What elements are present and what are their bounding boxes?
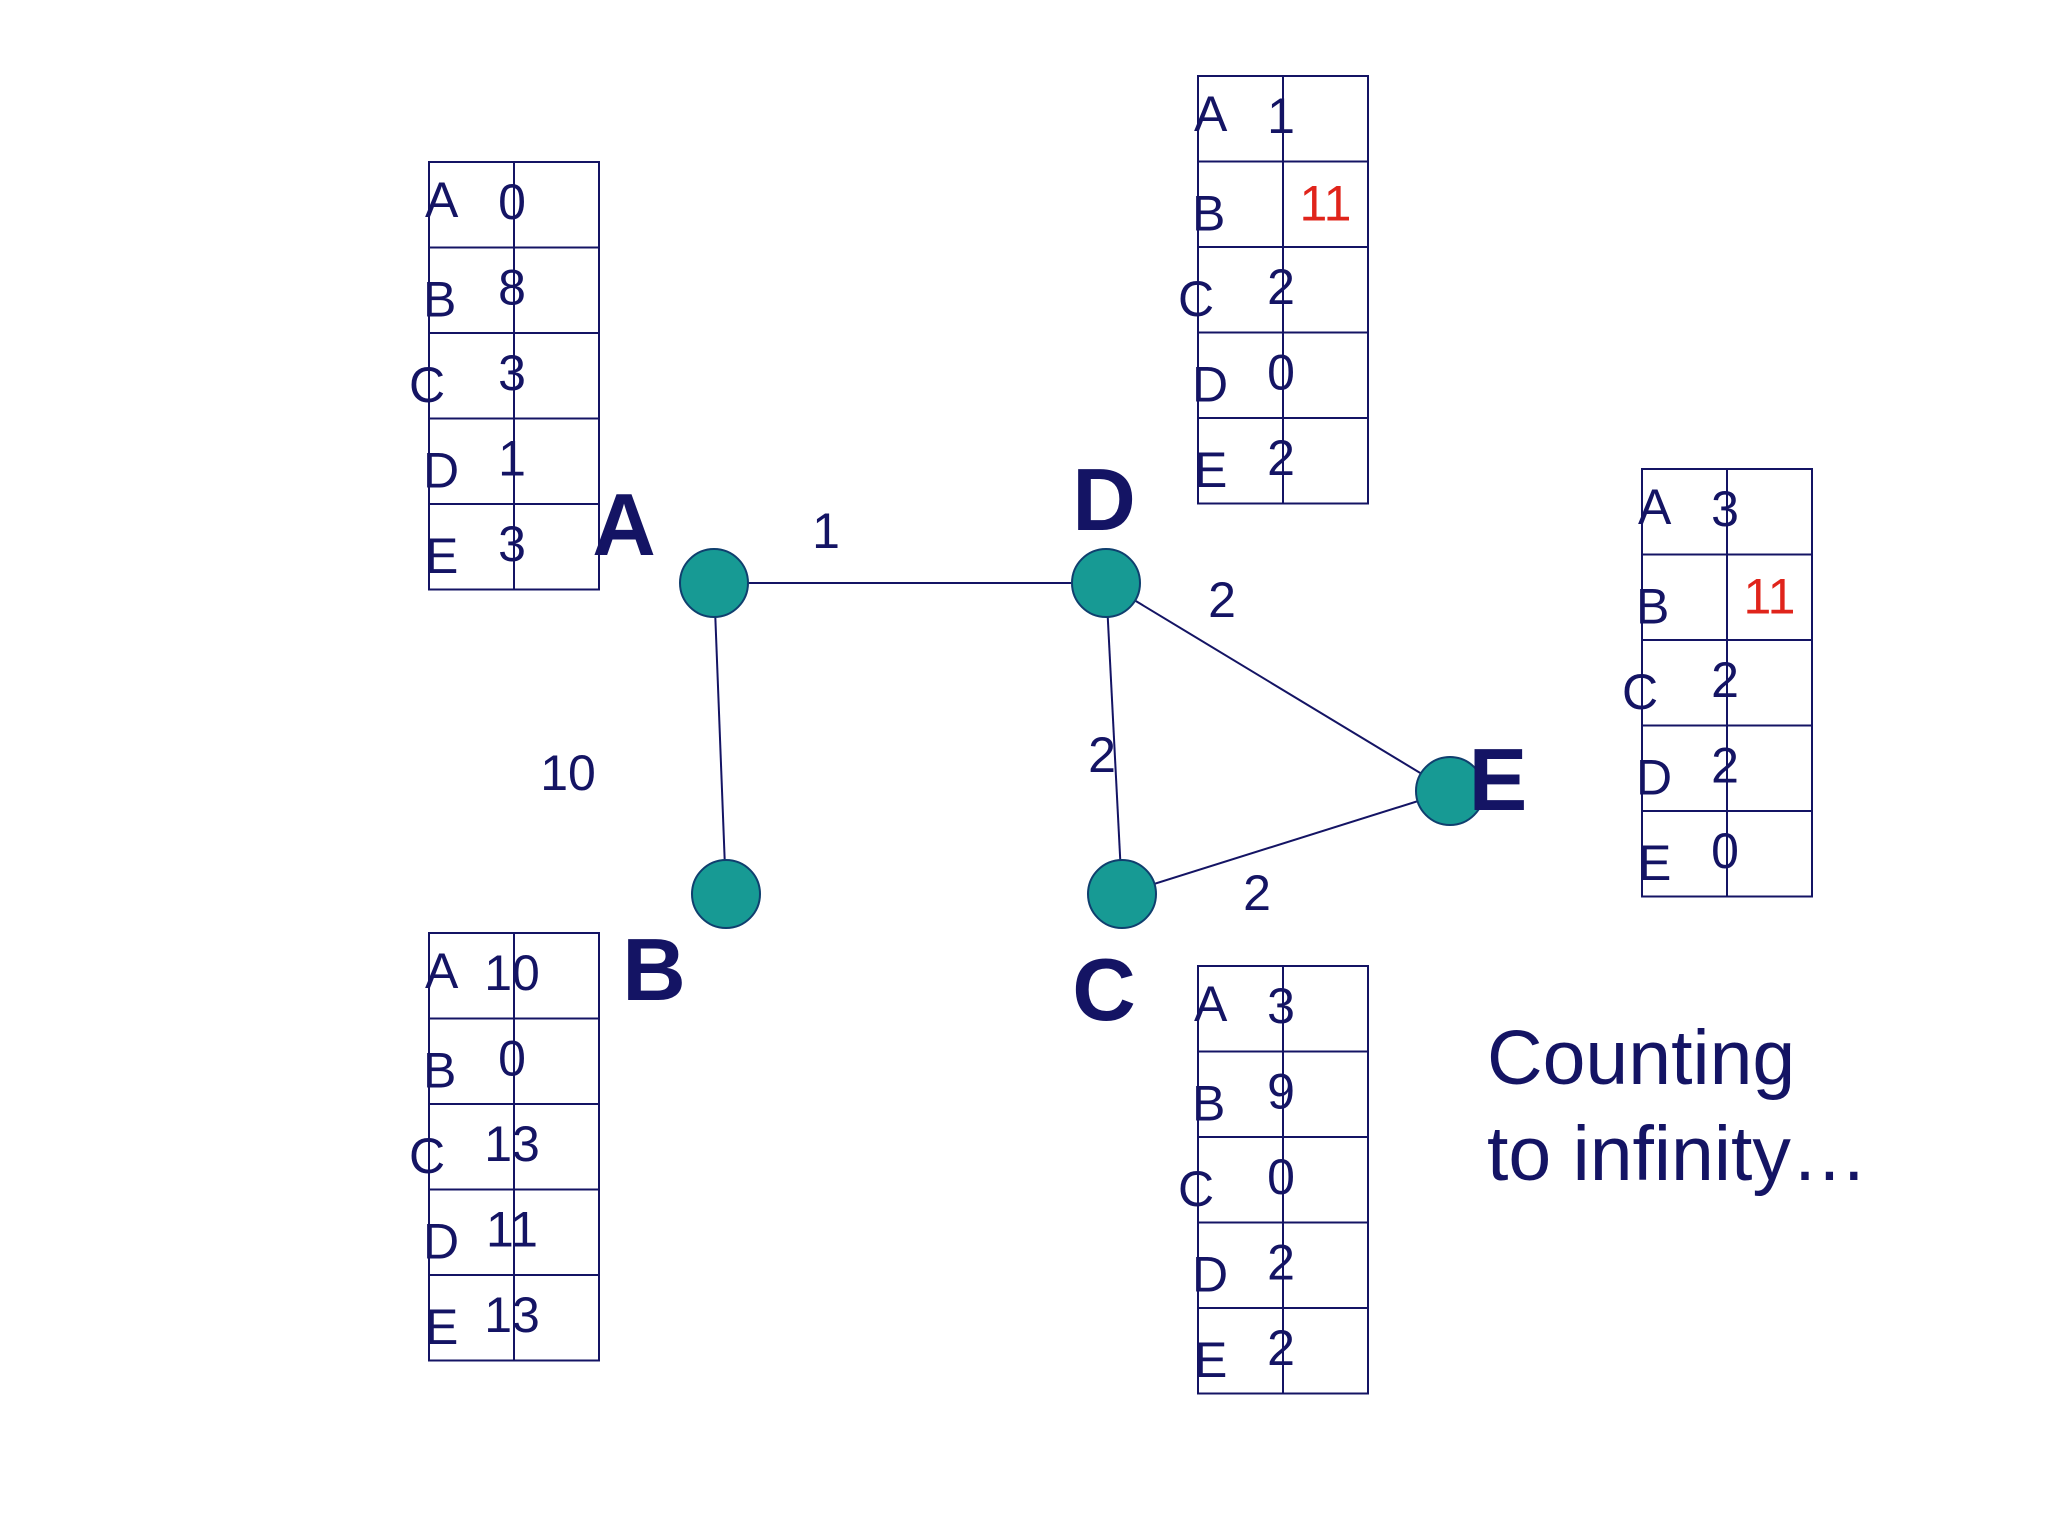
nodes-layer: A B C D E xyxy=(592,450,1527,1039)
table-dest-label: C xyxy=(1622,664,1658,720)
table-distance-value: 2 xyxy=(1267,259,1295,315)
table-distance-value: 3 xyxy=(1267,978,1295,1034)
table-dest-label: E xyxy=(1194,1332,1227,1388)
edges-layer: 1 10 2 2 2 xyxy=(540,503,1451,921)
edge-d-e xyxy=(1105,582,1451,792)
table-distance-value: 1 xyxy=(498,430,526,486)
edge-c-e xyxy=(1121,790,1451,895)
node-a xyxy=(679,548,749,618)
table-dest-label: A xyxy=(425,943,459,999)
table-updated-value: 11 xyxy=(1744,568,1796,624)
table-distance-value: 3 xyxy=(498,345,526,401)
table-dest-label: A xyxy=(425,172,459,228)
table-dest-label: E xyxy=(425,528,458,584)
table-distance-value: 11 xyxy=(486,1201,538,1257)
table-distance-value: 8 xyxy=(498,259,526,315)
table-dest-label: E xyxy=(1194,442,1227,498)
table-distance-value: 1 xyxy=(1267,88,1295,144)
table-distance-value: 2 xyxy=(1267,430,1295,486)
table-dest-label: C xyxy=(1178,1161,1214,1217)
edge-weight-c-e: 2 xyxy=(1243,865,1271,921)
table-distance-value: 13 xyxy=(484,1287,540,1343)
table-distance-value: 2 xyxy=(1267,1320,1295,1376)
table-distance-value: 2 xyxy=(1267,1234,1295,1290)
table-dest-label: E xyxy=(1638,835,1671,891)
caption: Counting to infinity… xyxy=(1487,1010,2007,1202)
table-distance-value: 2 xyxy=(1711,737,1739,793)
table-updated-value: 11 xyxy=(1300,175,1352,231)
table-distance-value: 13 xyxy=(484,1116,540,1172)
edge-weight-a-d: 1 xyxy=(812,503,840,559)
table-dest-label: A xyxy=(1194,976,1228,1032)
caption-line-1: Counting xyxy=(1487,1015,1796,1101)
table-dest-label: B xyxy=(1636,578,1669,634)
table-dest-label: D xyxy=(1192,1246,1228,1302)
table-dest-label: B xyxy=(423,271,456,327)
table-dest-label: B xyxy=(1192,185,1225,241)
edge-weight-d-c: 2 xyxy=(1088,727,1116,783)
table-dest-label: A xyxy=(1638,479,1672,535)
edge-weight-a-b: 10 xyxy=(540,745,596,801)
table-distance-value: 10 xyxy=(484,945,540,1001)
node-e xyxy=(1415,756,1485,826)
table-distance-value: 0 xyxy=(498,174,526,230)
node-d xyxy=(1071,548,1141,618)
table-dest-label: C xyxy=(1178,271,1214,327)
node-b xyxy=(691,859,761,929)
node-label-b: B xyxy=(622,920,686,1019)
table-distance-value: 9 xyxy=(1267,1063,1295,1119)
table-dest-label: A xyxy=(1194,86,1228,142)
table-distance-value: 0 xyxy=(1711,823,1739,879)
table-dest-label: B xyxy=(1192,1075,1225,1131)
node-c xyxy=(1087,859,1157,929)
table-dest-label: B xyxy=(423,1042,456,1098)
table-dest-label: C xyxy=(409,1128,445,1184)
edge-weight-d-e: 2 xyxy=(1208,572,1236,628)
node-label-d: D xyxy=(1072,450,1136,549)
table-distance-value: 2 xyxy=(1711,652,1739,708)
table-distance-value: 3 xyxy=(1711,481,1739,537)
node-label-e: E xyxy=(1469,730,1528,829)
table-distance-value: 0 xyxy=(1267,344,1295,400)
table-dest-label: C xyxy=(409,357,445,413)
table-distance-value: 0 xyxy=(1267,1149,1295,1205)
node-label-c: C xyxy=(1072,940,1136,1039)
node-label-a: A xyxy=(592,475,656,574)
table-dest-label: D xyxy=(423,1213,459,1269)
table-distance-value: 3 xyxy=(498,516,526,572)
table-dest-label: D xyxy=(423,442,459,498)
edge-d-c xyxy=(1105,582,1123,895)
table-dest-label: E xyxy=(425,1299,458,1355)
edge-a-b xyxy=(713,582,727,895)
table-dest-label: D xyxy=(1192,356,1228,412)
table-distance-value: 0 xyxy=(498,1030,526,1086)
caption-line-2: to infinity… xyxy=(1487,1111,1868,1197)
table-dest-label: D xyxy=(1636,749,1672,805)
